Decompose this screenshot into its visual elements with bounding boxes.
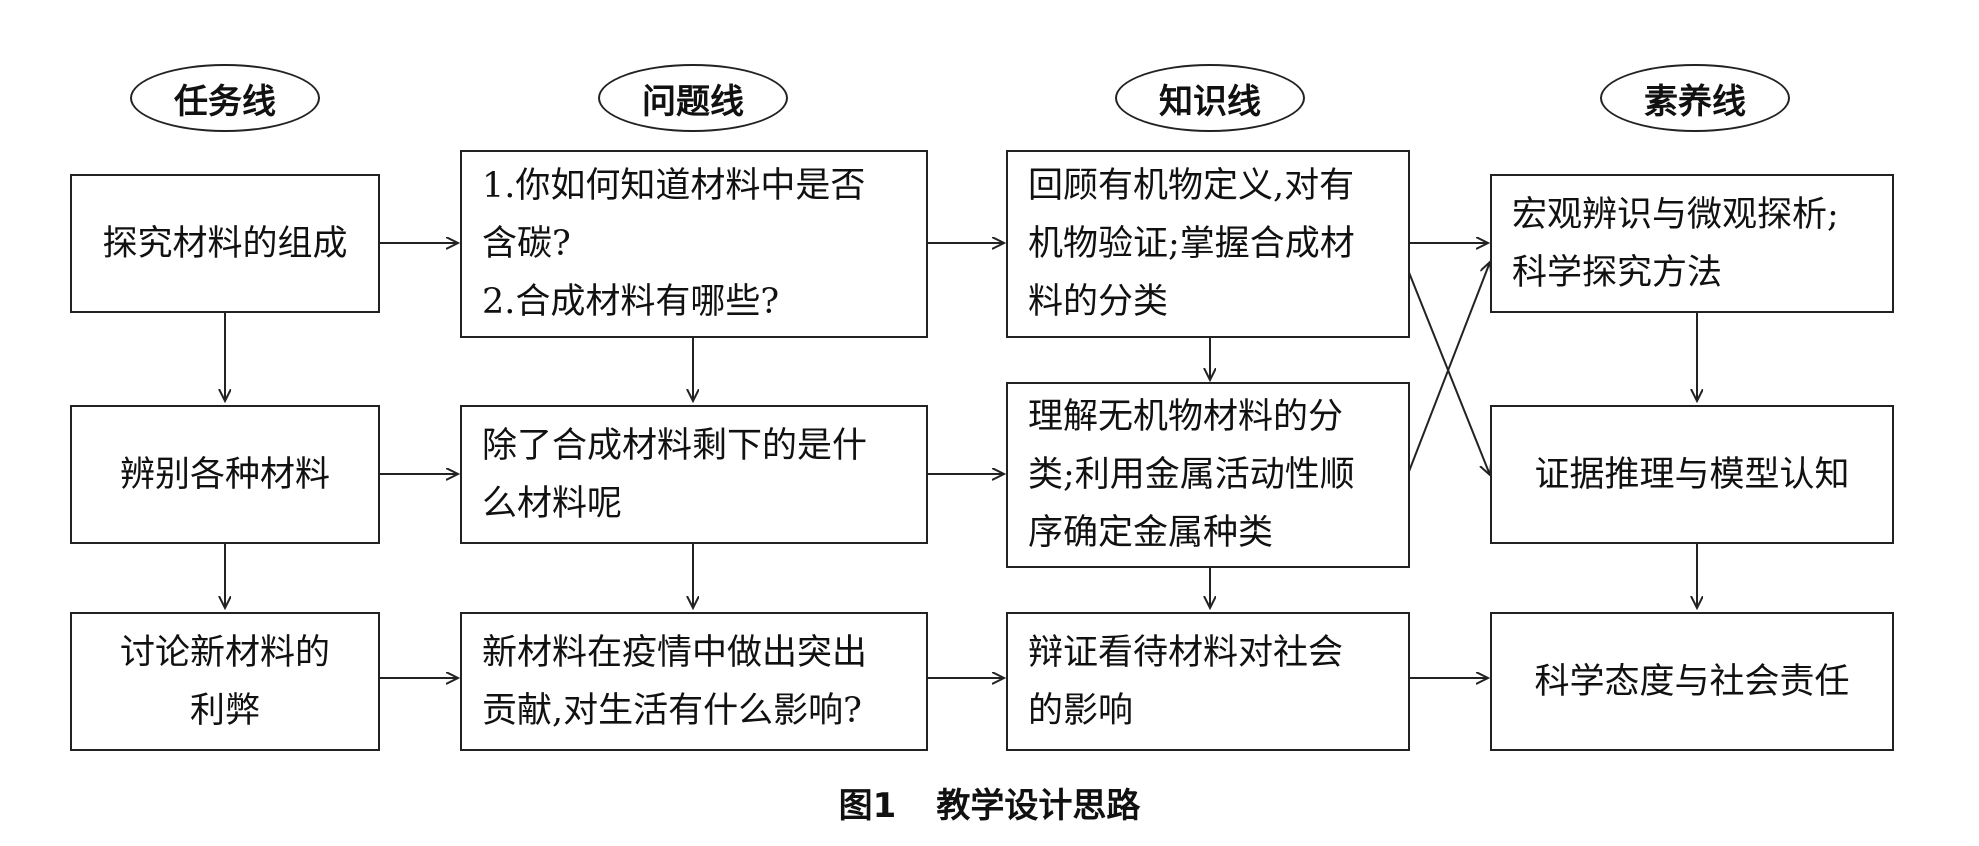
literacy-r2-text: 证据推理与模型认知 (1534, 454, 1850, 495)
question-box-new-materials-epidemic: 新材料在疫情中做出突出 贡献,对生活有什么影响? (460, 612, 928, 751)
question-r2-text: 除了合成材料剩下的是什 么材料呢 (482, 425, 868, 524)
knowledge-box-organic-synthetic: 回顾有机物定义,对有 机物验证;掌握合成材 料的分类 (1006, 150, 1410, 338)
figure-caption: 图1 教学设计思路 (0, 778, 1979, 827)
header-knowledge-line: 知识线 (1115, 64, 1305, 132)
literacy-box-macro-micro-inquiry: 宏观辨识与微观探析; 科学探究方法 (1490, 174, 1894, 313)
header-question-line: 问题线 (598, 64, 788, 132)
task-box-discuss-new-materials: 讨论新材料的 利弊 (70, 612, 380, 751)
literacy-r3-text: 科学态度与社会责任 (1534, 661, 1850, 702)
arrow-knowledge-r1-to-literacy-r2 (1407, 269, 1490, 475)
knowledge-box-inorganic-metals: 理解无机物材料的分 类;利用金属活动性顺 序确定金属种类 (1006, 382, 1410, 568)
task-box-explore-composition: 探究材料的组成 (70, 174, 380, 313)
task-r3-text: 讨论新材料的 利弊 (119, 632, 330, 731)
literacy-box-attitude-responsibility: 科学态度与社会责任 (1490, 612, 1894, 751)
header-task-line: 任务线 (130, 64, 320, 132)
literacy-box-evidence-model: 证据推理与模型认知 (1490, 405, 1894, 544)
question-r3-text: 新材料在疫情中做出突出 贡献,对生活有什么影响? (482, 632, 868, 731)
knowledge-r3-text: 辩证看待材料对社会 的影响 (1028, 632, 1344, 731)
literacy-r1-text: 宏观辨识与微观探析; 科学探究方法 (1512, 194, 1839, 293)
arrow-knowledge-r2-to-literacy-r1 (1407, 262, 1490, 475)
task-box-identify-materials: 辨别各种材料 (70, 405, 380, 544)
question-box-remaining-materials: 除了合成材料剩下的是什 么材料呢 (460, 405, 928, 544)
task-r1-text: 探究材料的组成 (102, 223, 348, 264)
question-r1-text: 1.你如何知道材料中是否 含碳? 2.合成材料有哪些? (482, 166, 866, 322)
figure-title: 教学设计思路 (936, 786, 1141, 826)
task-r2-text: 辨别各种材料 (119, 454, 330, 495)
question-box-carbon-and-synthetic: 1.你如何知道材料中是否 含碳? 2.合成材料有哪些? (460, 150, 928, 338)
figure-number: 图1 (838, 786, 897, 826)
knowledge-r1-text: 回顾有机物定义,对有 机物验证;掌握合成材 料的分类 (1028, 166, 1355, 322)
knowledge-box-social-impact: 辩证看待材料对社会 的影响 (1006, 612, 1410, 751)
header-literacy-line: 素养线 (1600, 64, 1790, 132)
knowledge-r2-text: 理解无机物材料的分 类;利用金属活动性顺 序确定金属种类 (1028, 397, 1355, 553)
